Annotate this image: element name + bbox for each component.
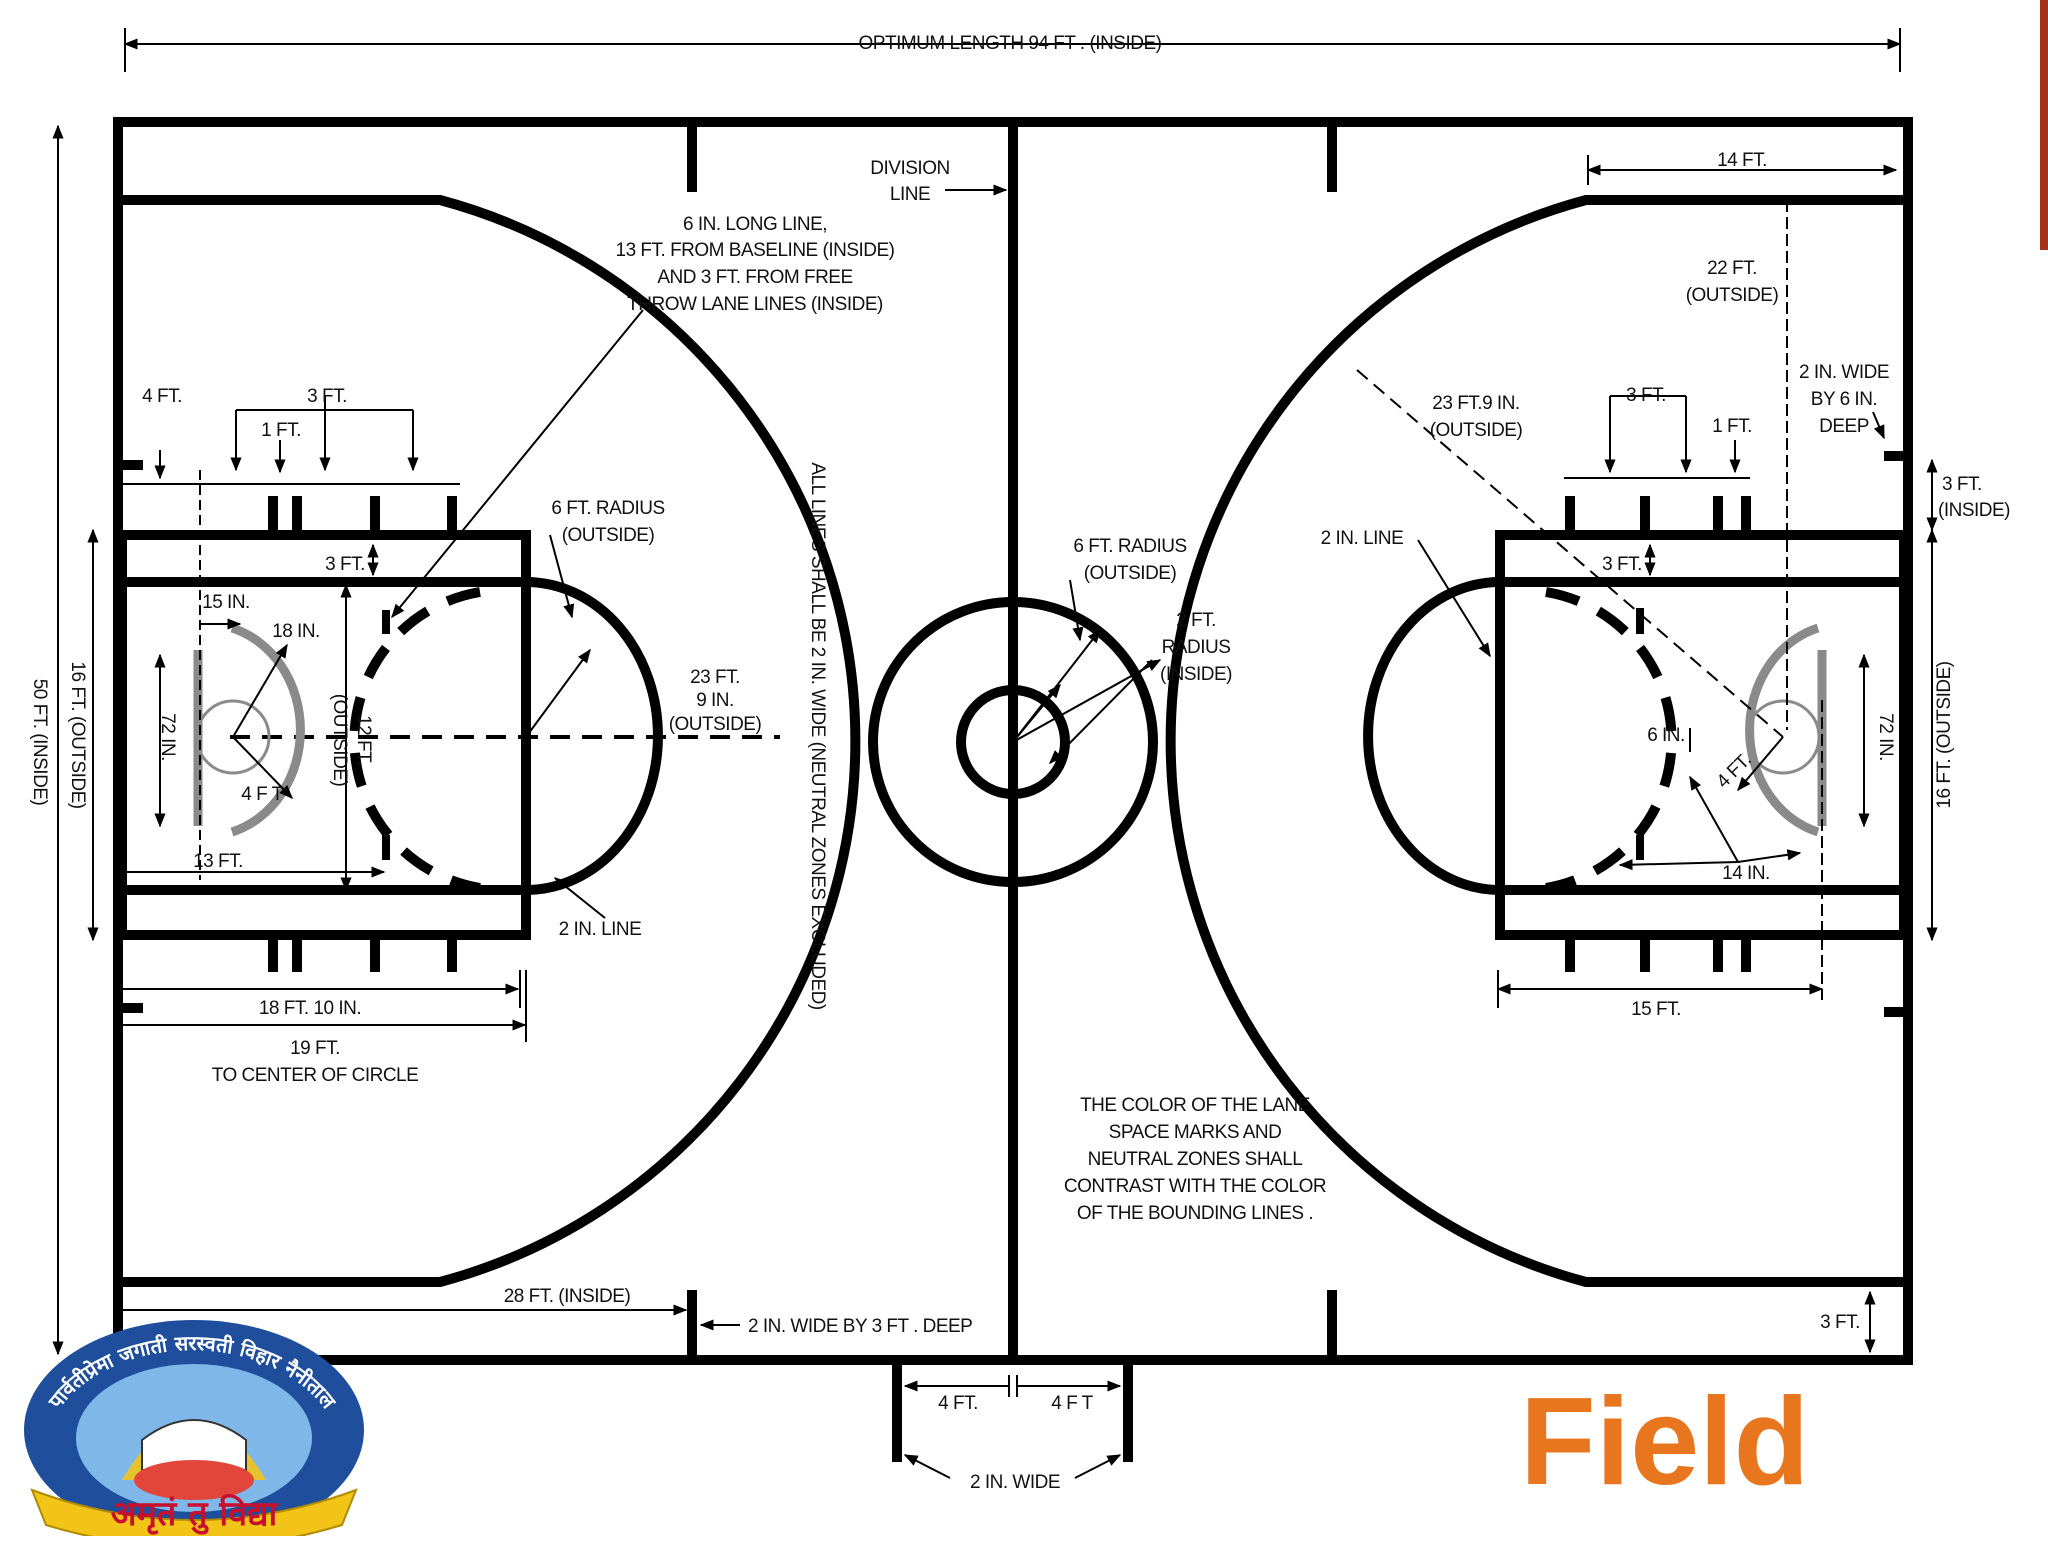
label-left-12ft-1: 12 FT.	[353, 715, 374, 765]
label-left-15in: 15 IN.	[202, 592, 250, 613]
label-left-4ft-b: 4 F T	[241, 784, 283, 805]
label-right-15ft: 15 FT.	[1631, 999, 1681, 1020]
label-division-2: LINE	[890, 184, 930, 205]
label-center-6ft-1: 6 FT. RADIUS	[1073, 536, 1186, 557]
label-right-2in-line: 2 IN. LINE	[1321, 528, 1404, 549]
label-right-23ft-1: 23 FT.9 IN.	[1432, 393, 1519, 414]
label-left-4ft: 4 FT.	[142, 386, 182, 407]
label-left-23ft-3: (OUTSIDE)	[669, 714, 762, 735]
label-left-28ft: 28 FT. (INSIDE)	[504, 1286, 631, 1307]
label-bottom-2in-wide: 2 IN. WIDE	[970, 1472, 1060, 1493]
label-right-3ft-inside-1: 3 FT.	[1942, 474, 1982, 495]
right-lane-marks	[1565, 451, 1904, 1017]
label-right-2in-wide-2: BY 6 IN.	[1811, 389, 1877, 410]
right-restricted-arc	[1745, 623, 1820, 837]
label-left-6ft-radius-1: 6 FT. RADIUS	[551, 498, 664, 519]
label-left-6ft-radius-2: (OUTSIDE)	[562, 525, 655, 546]
label-color-note-1: THE COLOR OF THE LANE	[1080, 1095, 1310, 1116]
label-right-6in: 6 IN.	[1647, 725, 1685, 746]
label-color-note-5: OF THE BOUNDING LINES .	[1077, 1203, 1313, 1224]
label-right-3ft-inside-2: (INSIDE)	[1938, 500, 2010, 521]
label-left-2in-line: 2 IN. LINE	[559, 919, 642, 940]
label-right-2in-wide-3: DEEP	[1819, 416, 1869, 437]
right-basket-circle	[1745, 699, 1821, 775]
label-left-72in: 72 IN.	[157, 713, 178, 761]
label-left-16ft: 16 FT. (OUTSIDE)	[67, 661, 88, 808]
label-width-total: 50 FT. (INSIDE)	[29, 679, 50, 806]
label-all-lines: ALL LINES SHALL BE 2 IN. WIDE (NEUTRAL Z…	[807, 462, 828, 1010]
label-long-line-2: 13 FT. FROM BASELINE (INSIDE)	[616, 240, 895, 261]
label-long-line-3: AND 3 FT. FROM FREE	[657, 267, 852, 288]
label-wide-3ft: 2 IN. WIDE BY 3 FT . DEEP	[748, 1316, 972, 1337]
label-right-22ft-1: 22 FT.	[1707, 258, 1757, 279]
school-logo: पार्वतीप्रेमा जगाती सरस्वती विहार नैनीता…	[12, 1320, 372, 1541]
label-left-3ft-b: 3 FT.	[325, 554, 365, 575]
label-bottom-4ft-r: 4 F T	[1051, 1393, 1093, 1414]
left-basket-circle	[195, 699, 271, 775]
label-right-14in: 14 IN.	[1722, 863, 1770, 884]
left-lane-marks	[122, 460, 457, 1013]
label-center-2ft-1: 2 FT.	[1176, 610, 1216, 631]
label-center-2ft-2: RADIUS	[1162, 637, 1231, 658]
label-color-note-3: NEUTRAL ZONES SHALL	[1088, 1149, 1303, 1170]
center-dimension-lines	[123, 28, 1902, 764]
slide-title: Field	[1520, 1373, 1810, 1511]
label-left-19ft-1: 19 FT.	[290, 1038, 340, 1059]
right-outer-lane	[1495, 530, 1909, 940]
label-color-note-4: CONTRAST WITH THE COLOR	[1064, 1176, 1326, 1197]
label-right-22ft-2: (OUTSIDE)	[1686, 285, 1779, 306]
label-left-18in: 18 IN.	[272, 621, 320, 642]
label-left-19ft-2: TO CENTER OF CIRCLE	[212, 1065, 419, 1086]
label-right-23ft-2: (OUTSIDE)	[1430, 420, 1523, 441]
right-dimension-lines	[1356, 155, 1938, 1354]
label-right-16ft: 16 FT. (OUTSIDE)	[1934, 661, 1955, 808]
label-left-3ft: 3 FT.	[307, 386, 347, 407]
center-outer-circle	[868, 597, 1158, 887]
label-division-1: DIVISION	[870, 158, 949, 179]
right-free-throw-dashed-arc	[1545, 587, 1677, 893]
accent-corner-bar	[2040, 0, 2048, 250]
label-right-1ft: 1 FT.	[1712, 416, 1752, 437]
right-three-point-arc	[1165, 195, 1904, 1287]
label-right-14ft: 14 FT.	[1717, 150, 1767, 171]
label-long-line-4: THROW LANE LINES (INSIDE)	[627, 294, 883, 315]
center-inner-circle	[956, 685, 1070, 799]
label-left-12ft-2: (OUTSIDE)	[329, 694, 350, 787]
label-center-2ft-3: (INSIDE)	[1160, 664, 1232, 685]
left-dimension-lines	[52, 124, 1008, 1356]
left-restricted-arc	[230, 623, 305, 837]
label-optimum-length: OPTIMUM LENGTH 94 FT . (INSIDE)	[859, 33, 1162, 54]
label-long-line-1: 6 IN. LONG LINE,	[683, 214, 827, 235]
label-left-1ft: 1 FT.	[261, 420, 301, 441]
label-left-13ft: 13 FT.	[193, 851, 243, 872]
label-right-3ft-c: 3 FT.	[1820, 1312, 1860, 1333]
left-three-point-arc	[122, 195, 861, 1287]
bottom-neutral-zone	[892, 1360, 1133, 1479]
label-left-23ft-2: 9 IN.	[696, 690, 734, 711]
label-right-3ft-b: 3 FT.	[1602, 554, 1642, 575]
logo-motto: अमृतं तु विद्या	[111, 1493, 279, 1535]
label-bottom-4ft-l: 4 FT.	[938, 1393, 978, 1414]
label-left-23ft-1: 23 FT.	[690, 667, 740, 688]
right-free-throw-arc	[1363, 577, 1501, 895]
label-right-2in-wide-1: 2 IN. WIDE	[1799, 362, 1889, 383]
label-color-note-2: SPACE MARKS AND	[1109, 1122, 1282, 1143]
label-center-6ft-2: (OUTSIDE)	[1084, 563, 1177, 584]
left-free-throw-dashed-arc	[349, 587, 481, 893]
label-right-72in: 72 IN.	[1875, 713, 1896, 761]
label-left-18ft10in: 18 FT. 10 IN.	[259, 998, 361, 1019]
label-right-3ft: 3 FT.	[1626, 385, 1666, 406]
